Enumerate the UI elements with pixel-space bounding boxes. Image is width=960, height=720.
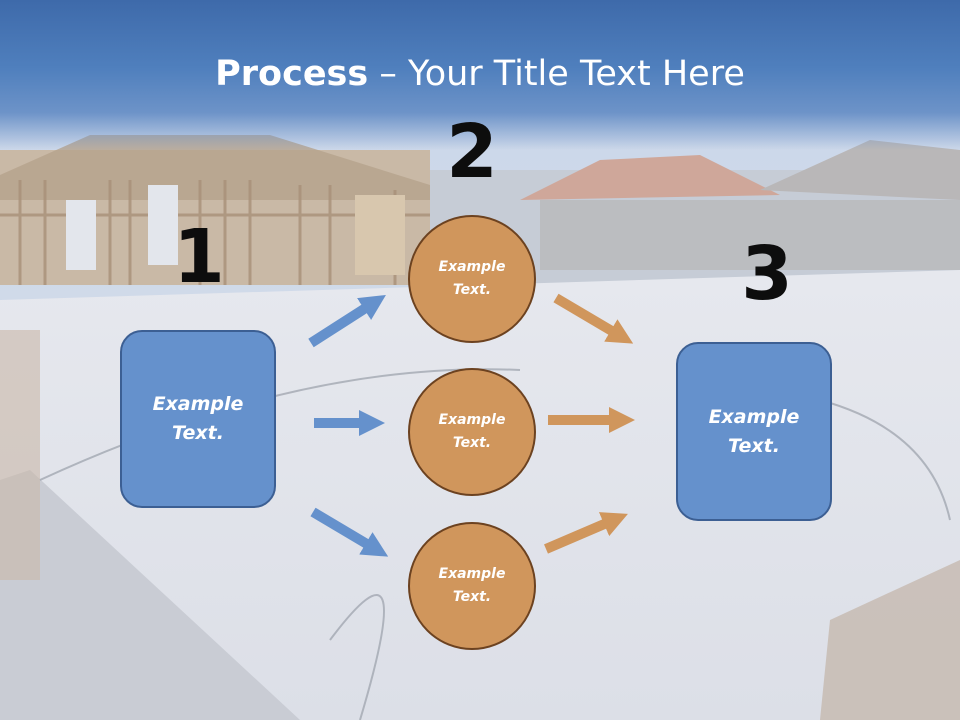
circle-top-line-1: Example: [438, 259, 506, 275]
title-bold: Process: [215, 54, 369, 94]
circle-top-line-2: Text.: [452, 282, 492, 298]
arrow-blue-down: [310, 507, 389, 557]
circle-bottom-line-1: Example: [438, 566, 506, 582]
step-3-line-2: Text.: [728, 434, 780, 457]
slide-title: Process – Your Title Text Here: [0, 52, 960, 96]
title-band: [0, 0, 960, 150]
circle-mid-line-2: Text.: [452, 435, 492, 451]
arrow-orange-down: [553, 293, 634, 344]
circle-mid-line-1: Example: [438, 412, 506, 428]
step-3-line-1: Example: [708, 405, 800, 428]
step-number-1: 1: [173, 214, 225, 300]
circle-bottom-line-2: Text.: [452, 589, 492, 605]
arrow-blue-up: [308, 294, 386, 348]
step-1-line-1: Example: [152, 393, 244, 415]
title-rest: – Your Title Text Here: [368, 54, 745, 94]
step-number-2: 2: [446, 109, 498, 195]
step-1-line-2: Text.: [172, 422, 224, 444]
step-number-3: 3: [741, 231, 793, 317]
arrow-orange-up: [544, 512, 628, 554]
